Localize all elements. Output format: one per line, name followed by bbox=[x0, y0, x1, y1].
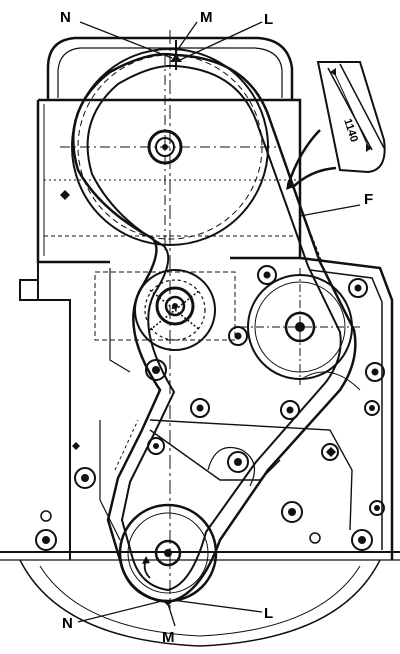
engine-block bbox=[0, 36, 400, 647]
label-l-top: L bbox=[264, 11, 273, 28]
leader-lines bbox=[77, 21, 361, 627]
label-f-belt: F bbox=[364, 191, 373, 208]
label-n-bottom: N bbox=[62, 615, 73, 632]
label-n-top: N bbox=[60, 9, 71, 26]
timing-reference-line bbox=[162, 30, 182, 610]
timing-belt bbox=[71, 52, 357, 604]
belt-detail-inset: 1140 bbox=[286, 61, 386, 190]
tensioner-pulley bbox=[134, 269, 216, 351]
block-bolts bbox=[35, 190, 385, 551]
water-pump-pulley bbox=[240, 268, 360, 385]
label-m-top: M bbox=[200, 9, 213, 26]
label-m-bottom: M bbox=[162, 629, 175, 646]
label-l-bottom: L bbox=[264, 605, 273, 622]
